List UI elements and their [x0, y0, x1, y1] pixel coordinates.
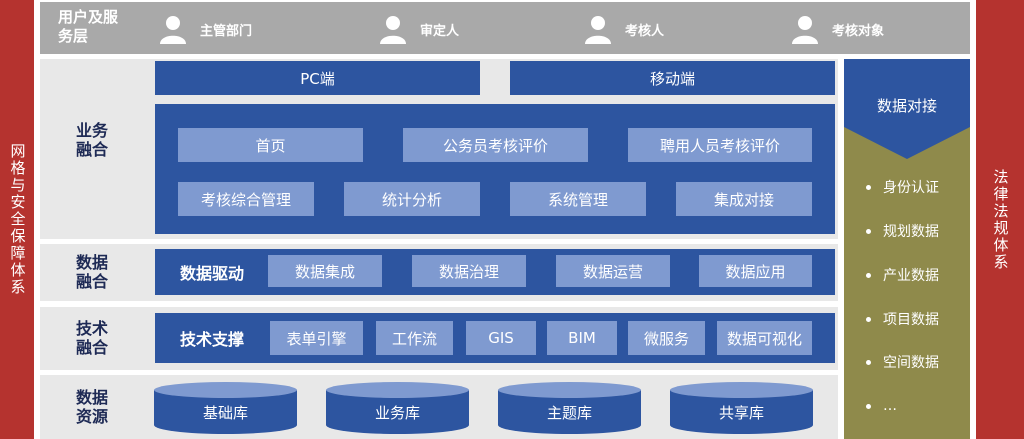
- bullet-dot: [866, 272, 871, 278]
- tech-support-label: 技术支撑: [180, 330, 245, 349]
- module-assessment-management: 考核综合管理: [178, 182, 314, 216]
- service-layer-band: [40, 2, 970, 54]
- interface-item-spatial: 空间数据: [866, 351, 939, 373]
- interface-item-label: 产业数据: [883, 268, 939, 284]
- tech-item-gis: GIS: [466, 321, 536, 355]
- user-icon: [585, 16, 611, 44]
- user-label: 考核人: [625, 23, 665, 39]
- db-business-label: 业务库: [374, 404, 420, 422]
- tech-fusion-label-text: 技术融合: [75, 319, 108, 357]
- data-driven-label: 数据驱动: [180, 264, 245, 283]
- database-cylinder-icon: [326, 382, 469, 434]
- module-integration: 集成对接: [676, 182, 812, 216]
- bullet-dot: [866, 316, 871, 322]
- data-fusion-label: 数据融合: [62, 252, 122, 292]
- tech-item-microservices: 微服务: [628, 321, 705, 355]
- db-base-label: 基础库: [202, 404, 248, 422]
- user-approver: 审定人: [378, 14, 459, 44]
- tech-item-form-engine: 表单引擎: [270, 321, 363, 355]
- user-label: 考核对象: [832, 23, 885, 39]
- user-icon: [792, 16, 818, 44]
- data-item-integration: 数据集成: [268, 255, 382, 287]
- user-assessee: 考核对象: [790, 14, 884, 44]
- user-icon: [380, 16, 406, 44]
- business-label-text: 业务融合: [75, 121, 108, 159]
- data-item-operations: 数据运营: [556, 255, 670, 287]
- database-cylinder-icon: [154, 382, 297, 434]
- bullet-dot: [866, 228, 871, 234]
- interface-item-label: …: [883, 398, 897, 414]
- data-resources-label: 数据资源: [62, 387, 122, 427]
- database-cylinder-icon: [498, 382, 641, 434]
- data-fusion-label-text: 数据融合: [75, 253, 108, 291]
- bullet-dot: [866, 184, 871, 190]
- tech-item-bim: BIM: [547, 321, 617, 355]
- interface-item-planning: 规划数据: [866, 220, 939, 242]
- tech-item-visualization: 数据可视化: [717, 321, 812, 355]
- db-shared-label: 共享库: [718, 404, 764, 422]
- db-base: 基础库: [153, 381, 298, 435]
- interface-item-industry: 产业数据: [866, 264, 939, 286]
- user-label: 审定人: [420, 23, 460, 39]
- bullet-dot: [866, 403, 871, 409]
- data-interface-chevron: [844, 59, 970, 159]
- interface-item-label: 项目数据: [883, 312, 939, 328]
- legal-system-label: 法律法规体系: [991, 168, 1010, 271]
- tech-fusion-label: 技术融合: [62, 318, 122, 358]
- db-business: 业务库: [325, 381, 470, 435]
- interface-item-identity: 身份认证: [866, 176, 939, 198]
- tech-item-workflow: 工作流: [376, 321, 453, 355]
- database-cylinder-icon: [670, 382, 813, 434]
- interface-item-project: 项目数据: [866, 308, 939, 330]
- interface-item-label: 身份认证: [883, 180, 939, 196]
- mobile-header: 移动端: [510, 61, 835, 95]
- user-supervisor: 主管部门: [158, 14, 252, 44]
- security-system-label: 网格与安全保障体系: [8, 143, 27, 296]
- module-home: 首页: [178, 128, 363, 162]
- data-item-governance: 数据治理: [412, 255, 526, 287]
- user-icon: [160, 16, 186, 44]
- data-item-application: 数据应用: [699, 255, 812, 287]
- security-system-bar: 网格与安全保障体系: [0, 0, 34, 439]
- user-assessor: 考核人: [583, 14, 664, 44]
- legal-system-bar: 法律法规体系: [976, 0, 1024, 439]
- module-statistics: 统计分析: [344, 182, 480, 216]
- interface-item-label: 规划数据: [883, 224, 939, 240]
- business-label: 业务融合: [62, 120, 122, 160]
- db-shared: 共享库: [669, 381, 814, 435]
- pc-header: PC端: [155, 61, 480, 95]
- db-topic-label: 主题库: [546, 404, 592, 422]
- module-contract-staff-eval: 聘用人员考核评价: [628, 128, 812, 162]
- data-interface-title: 数据对接: [876, 97, 937, 115]
- db-topic: 主题库: [497, 381, 642, 435]
- data-resources-label-text: 数据资源: [75, 388, 108, 426]
- interface-item-more: …: [866, 395, 897, 417]
- interface-item-label: 空间数据: [883, 355, 939, 371]
- user-label: 主管部门: [200, 23, 253, 39]
- service-layer-label: 用户及服务层: [58, 8, 119, 45]
- bullet-dot: [866, 359, 871, 365]
- module-system-management: 系统管理: [510, 182, 646, 216]
- module-civil-servant-eval: 公务员考核评价: [403, 128, 588, 162]
